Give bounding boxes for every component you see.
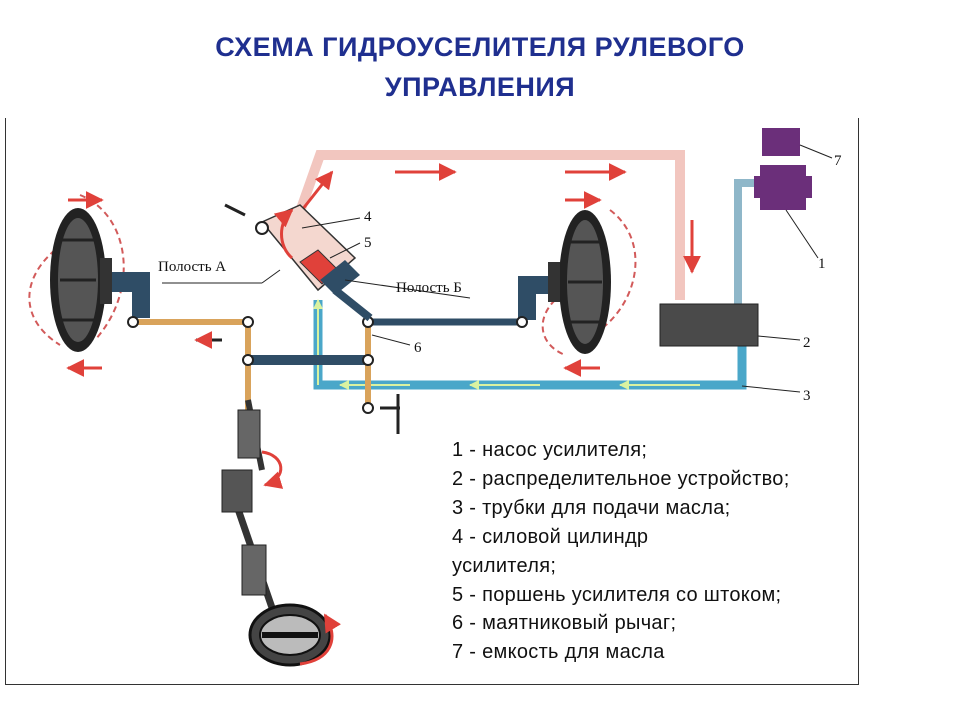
flow-arrows — [300, 163, 701, 274]
legend-item: 6 - маятниковый рычаг; — [452, 612, 677, 635]
distributor — [659, 303, 759, 347]
cavity-a-label: Полость А — [158, 259, 226, 275]
left-wheel — [28, 191, 150, 377]
legend: 1 - насос усилителя; 2 - распределительн… — [452, 436, 872, 667]
legend-item: 3 - трубки для подачи масла; — [452, 496, 731, 519]
tie-rods — [127, 316, 528, 440]
cavity-b-label: Полость Б — [396, 280, 462, 296]
legend-item: 7 - емкость для масла — [452, 641, 665, 664]
legend-item: усилителя; — [452, 554, 557, 577]
diagram-frame — [5, 118, 859, 685]
page-title-line-1: СХЕМА ГИДРОУСЕЛИТЕЛЯ РУЛЕВОГО — [215, 32, 745, 62]
callout-7: 7 — [834, 153, 842, 169]
legend-item: 4 - силовой цилиндр — [452, 525, 649, 548]
callout-5: 5 — [364, 235, 372, 251]
callout-2: 2 — [803, 335, 811, 351]
pump — [754, 128, 812, 210]
legend-item: 5 - поршень усилителя со штоком; — [452, 583, 782, 606]
callout-3: 3 — [803, 388, 811, 404]
right-wheel — [518, 191, 637, 377]
callout-4: 4 — [364, 209, 372, 225]
steering-column — [221, 399, 342, 667]
legend-item: 1 - насос усилителя; — [452, 439, 648, 461]
page-title-line-2: УПРАВЛЕНИЯ — [384, 72, 576, 102]
leader-lines — [162, 144, 833, 393]
return-line — [313, 299, 747, 390]
legend-item: 2 - распределительное устройство; — [452, 467, 790, 490]
pressure-line — [285, 150, 685, 300]
callout-1: 1 — [818, 256, 826, 272]
power-cylinder — [224, 203, 373, 322]
callout-6: 6 — [414, 340, 422, 356]
